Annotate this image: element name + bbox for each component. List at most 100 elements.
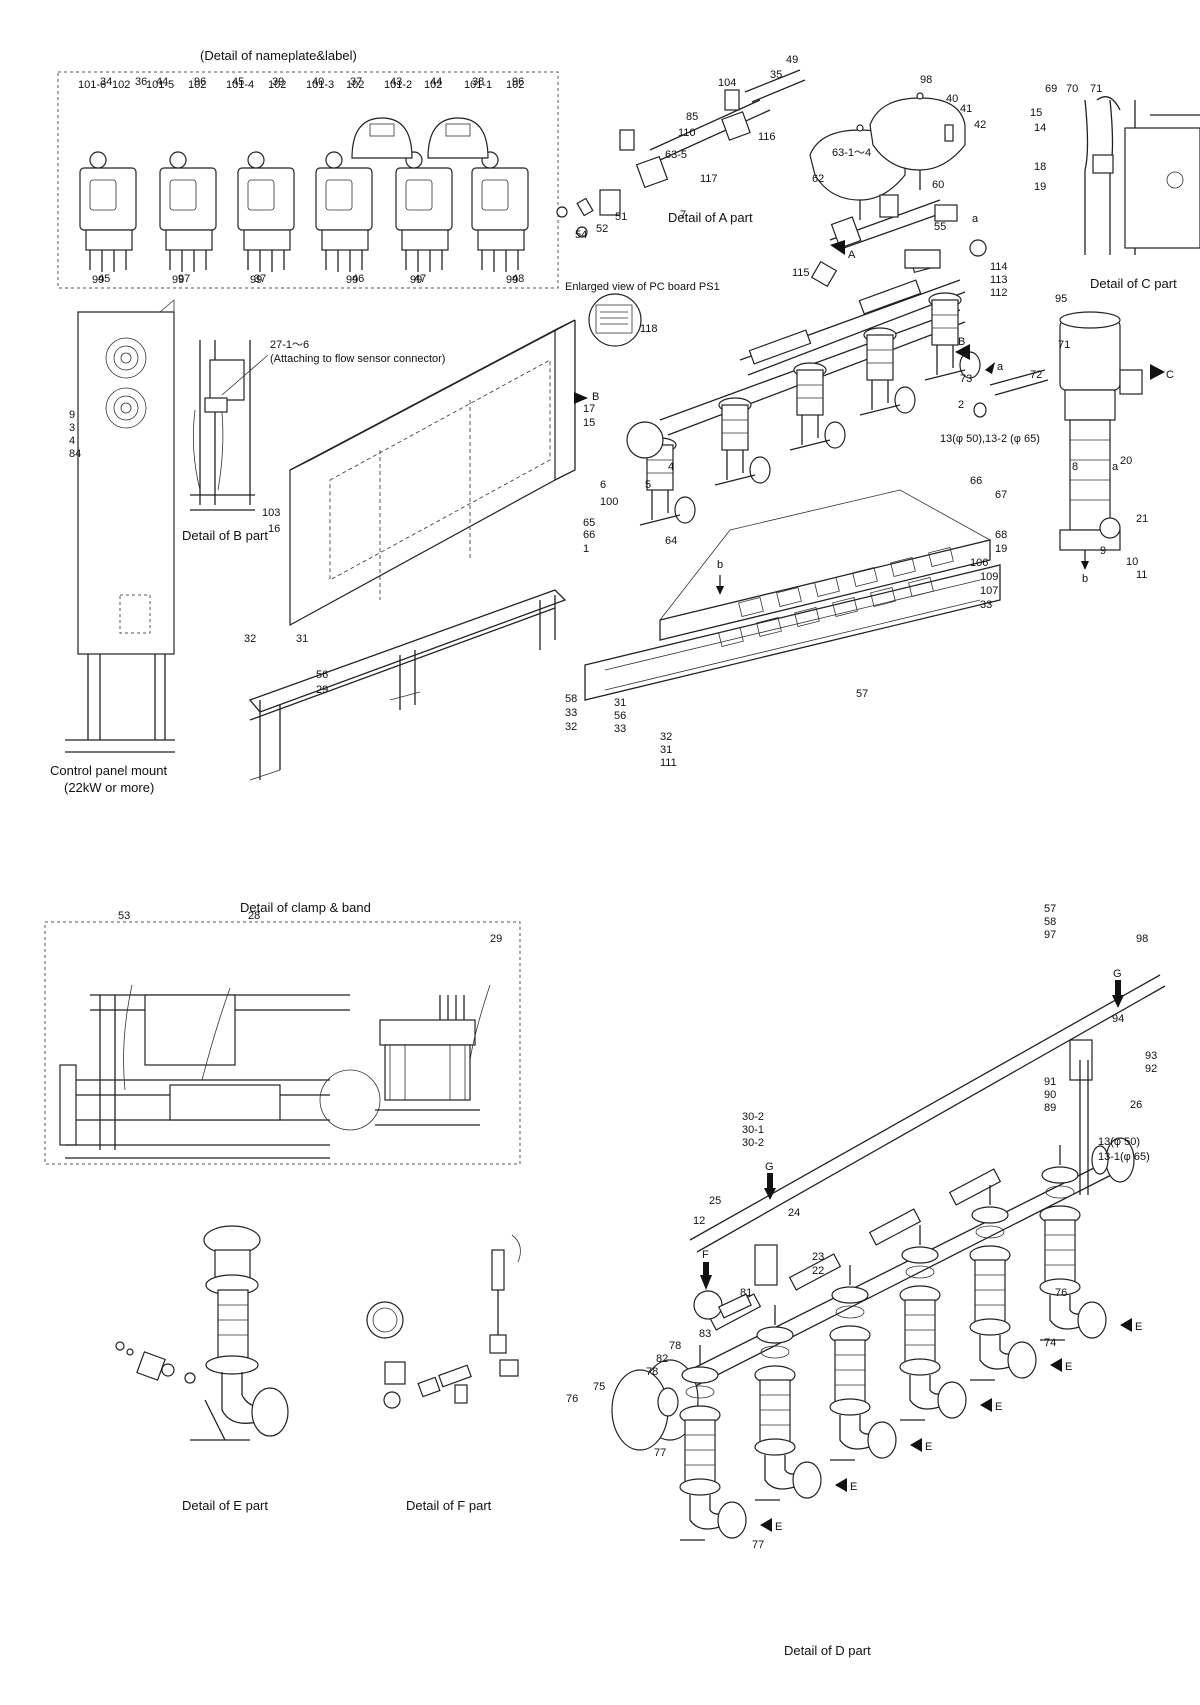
- part-number-callout: 63-1～4: [832, 147, 871, 159]
- arrow-a-small-pointer: [985, 362, 995, 374]
- part-number-callout: 37: [350, 76, 362, 88]
- part-number-callout: 57: [856, 688, 868, 700]
- part-number-callout: 66: [970, 475, 982, 487]
- part-number-callout: 52: [596, 223, 608, 235]
- arrow-b-label-1: B: [958, 336, 965, 348]
- flow-sensor-label-2: (Attaching to flow sensor connector): [270, 353, 445, 365]
- part-number-callout: 58: [1044, 916, 1056, 928]
- part-number-callout: 22: [812, 1265, 824, 1277]
- main-assembly: C a b b B a 13(φ 50),13-2 (φ 65): [584, 279, 1174, 701]
- part-number-callout: 9: [1100, 545, 1106, 557]
- part-number-callout: 40: [946, 93, 958, 105]
- nameplate-callout: 102: [268, 79, 286, 91]
- part-number-callout: 97: [1044, 929, 1056, 941]
- part-number-callout: 97: [178, 273, 190, 285]
- part-number-callout: 85: [686, 111, 698, 123]
- part-number-callout: 39: [272, 76, 284, 88]
- part-number-callout: 84: [69, 448, 81, 460]
- part-number-callout: 110: [678, 127, 696, 139]
- part-number-callout: 62: [812, 173, 824, 185]
- part-number-callout: 31: [296, 633, 308, 645]
- part-number-callout: 96: [512, 76, 524, 88]
- arrow-b-pointer-1: [955, 344, 970, 360]
- frame-cells: [718, 547, 954, 647]
- part-number-callout: 56: [614, 710, 626, 722]
- part-number-callout: 66: [583, 529, 595, 541]
- c-part-caption: Detail of C part: [1090, 276, 1177, 291]
- nameplate-callout: 101-3: [306, 79, 334, 91]
- arrow-c-pointer: [1150, 364, 1165, 380]
- nameplate-callout: 102: [188, 79, 206, 91]
- part-number-callout: 19: [995, 543, 1007, 555]
- b-part-caption: Detail of B part: [182, 528, 268, 543]
- d-part-caption: Detail of D part: [784, 1643, 871, 1658]
- part-number-callout: 109: [980, 571, 998, 583]
- arrow-a-label: A: [848, 249, 856, 261]
- part-number-callout: 60: [932, 179, 944, 191]
- arrow-b-small-label-2: b: [717, 559, 723, 571]
- part-number-callout: 112: [990, 287, 1008, 299]
- phi-label-3: 13-1(φ 65): [1098, 1151, 1150, 1163]
- part-number-callout: 20: [1120, 455, 1132, 467]
- nameplate-callout: 99: [346, 274, 358, 286]
- part-number-callout: 55: [934, 221, 946, 233]
- part-number-callout: 93: [1145, 1050, 1157, 1062]
- part-number-callout: 44: [430, 76, 442, 88]
- c-part-detail: Detail of C part: [1084, 96, 1200, 291]
- part-number-callout: 65: [583, 517, 595, 529]
- part-number-callout: 56: [316, 669, 328, 681]
- part-number-callout: 17: [583, 403, 595, 415]
- part-number-callout: 36: [135, 76, 147, 88]
- nameplate-callout: 102: [506, 79, 524, 91]
- part-number-callout: 48: [512, 273, 524, 285]
- arrow-e-label: E: [1065, 1361, 1072, 1373]
- part-number-callout: 4: [69, 435, 75, 447]
- nameplate-callout: 99: [250, 274, 262, 286]
- part-number-callout: 76: [1055, 1287, 1067, 1299]
- part-number-callout: 57: [1044, 903, 1056, 915]
- part-number-callout: 46: [352, 273, 364, 285]
- arrow-g-label-2: G: [765, 1161, 774, 1173]
- clamp-caption: Detail of clamp & band: [240, 900, 371, 915]
- part-number-callout: 83: [699, 1328, 711, 1340]
- part-number-callout: 7: [680, 209, 686, 221]
- f-part-detail: Detail of F part: [366, 1234, 521, 1513]
- part-number-callout: 19: [1034, 181, 1046, 193]
- part-number-callout: 35: [770, 69, 782, 81]
- part-number-callout: 33: [614, 723, 626, 735]
- clamp-band-detail: Detail of clamp & band: [44, 900, 521, 1165]
- nameplate-callout: 102: [346, 79, 364, 91]
- part-number-callout: 51: [615, 211, 627, 223]
- nameplate-callout: 101-6: [78, 79, 106, 91]
- part-number-callout: 16: [268, 523, 280, 535]
- nameplate-caption: (Detail of nameplate&label): [200, 48, 357, 63]
- part-number-callout: 32: [244, 633, 256, 645]
- part-number-callout: 118: [640, 323, 658, 335]
- part-number-callout: 40: [312, 76, 324, 88]
- part-number-callout: 21: [1136, 513, 1148, 525]
- part-number-callout: 67: [995, 489, 1007, 501]
- pc-board-view: Enlarged view of PC board PS1: [565, 281, 720, 347]
- part-number-callout: 73: [960, 373, 972, 385]
- b-part-detail: 27-1～6 (Attaching to flow sensor connect…: [182, 339, 445, 543]
- a-part-caption: Detail of A part: [668, 210, 753, 225]
- part-number-callout: 94: [1112, 1013, 1124, 1025]
- nameplate-callout: 99: [92, 274, 104, 286]
- part-number-callout: 103: [262, 507, 280, 519]
- arrow-e-label: E: [995, 1401, 1002, 1413]
- part-number-callout: 81: [740, 1287, 752, 1299]
- arrow-a-small-label-2: a: [997, 361, 1004, 373]
- arrow-b-pointer-2: [574, 392, 588, 404]
- part-number-callout: 91: [1044, 1076, 1056, 1088]
- nameplate-callout: 99: [172, 274, 184, 286]
- part-number-callout: 53: [118, 910, 130, 922]
- part-number-callout: 107: [980, 585, 998, 597]
- part-number-callout: 45: [98, 273, 110, 285]
- part-number-callout: 15: [1030, 107, 1042, 119]
- f-part-caption: Detail of F part: [406, 1498, 492, 1513]
- part-number-callout: 23: [812, 1251, 824, 1263]
- part-number-callout: 33: [565, 707, 577, 719]
